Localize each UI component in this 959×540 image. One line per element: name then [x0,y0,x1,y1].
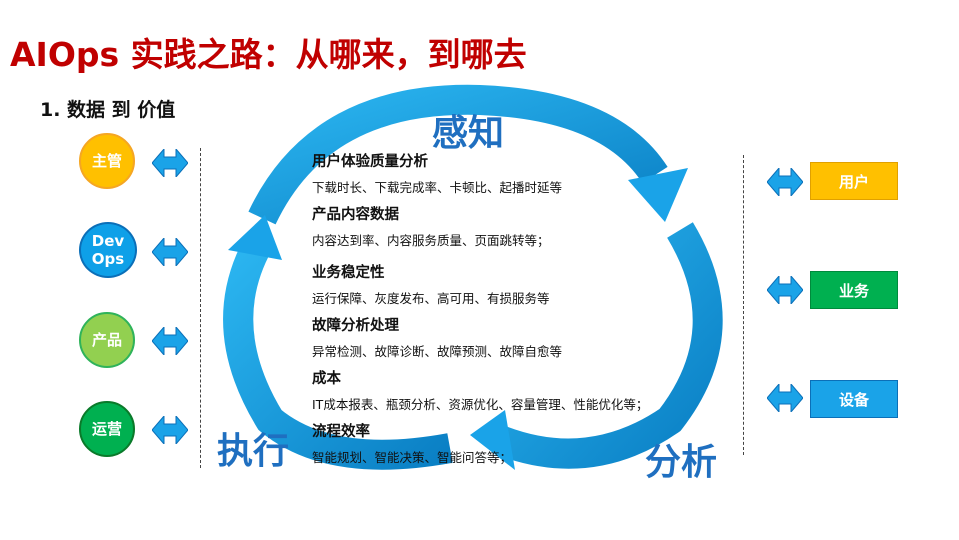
role-product: 产品 [79,312,135,368]
arrow-analyze-to-execute [494,222,723,469]
double-arrow-icon [767,384,803,412]
item-heading: 业务稳定性 [312,265,385,281]
target-user: 用户 [810,162,898,200]
slide-title: AIOps 实践之路：从哪来，到哪去 [10,35,527,74]
item-detail: 下载时长、下载完成率、卡顿比、起播时延等 [312,180,563,195]
item-heading: 用户体验质量分析 [312,154,428,170]
section-subtitle: 1. 数据 到 价值 [40,99,176,121]
double-arrow-icon [152,238,188,266]
item-detail: 内容达到率、内容服务质量、页面跳转等； [312,233,550,248]
role-devops: Dev Ops [79,222,137,278]
arrow-execute-to-perceive [223,243,453,470]
double-arrow-icon [767,276,803,304]
divider-right [743,155,744,455]
arrowhead-analyze [628,168,688,222]
item-detail: 运行保障、灰度发布、高可用、有损服务等 [312,291,550,306]
item-heading: 产品内容数据 [312,207,399,223]
role-manager: 主管 [79,133,135,189]
item-detail: IT成本报表、瓶颈分析、资源优化、容量管理、性能优化等； [312,397,649,412]
arrow-perceive-to-analyze [248,84,668,225]
label-perceive: 感知 [432,113,505,154]
arrowhead-perceive [228,215,282,260]
item-detail: 异常检测、故障诊断、故障预测、故障自愈等 [312,344,563,359]
target-business: 业务 [810,271,898,309]
item-heading: 成本 [312,371,341,387]
target-device: 设备 [810,380,898,418]
divider-left [200,148,201,468]
double-arrow-icon [152,149,188,177]
arrowhead-execute [470,410,515,470]
double-arrow-icon [152,416,188,444]
double-arrow-icon [767,168,803,196]
label-analyze: 分析 [645,442,718,483]
label-execute: 执行 [217,431,290,472]
item-heading: 故障分析处理 [312,318,399,334]
double-arrow-icon [152,327,188,355]
item-heading: 流程效率 [312,424,370,440]
item-detail: 智能规划、智能决策、智能问答等； [312,450,513,465]
role-operations: 运营 [79,401,135,457]
